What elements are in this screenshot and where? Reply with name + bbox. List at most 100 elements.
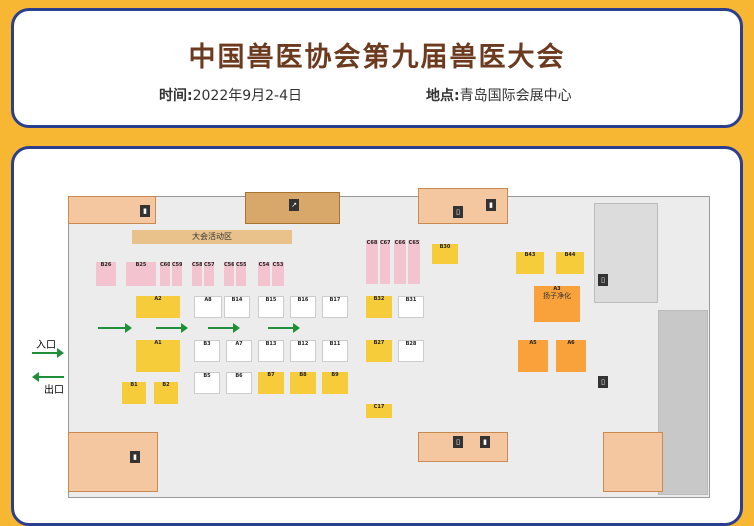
restroom-icon: ▮ (480, 436, 490, 448)
door-icon: ▯ (453, 206, 463, 218)
booth-c58[interactable]: C58 (192, 262, 202, 286)
booth-id: B27 (373, 340, 385, 346)
booth-a5[interactable]: A5 (518, 340, 548, 372)
booth-id: B11 (329, 341, 341, 347)
booth-id: C53 (272, 262, 284, 268)
booth-id: C66 (394, 240, 406, 246)
exit-label: 出口 (44, 385, 64, 396)
booth-c54[interactable]: C54 (258, 262, 270, 286)
booth-b27[interactable]: B27 (366, 340, 392, 362)
booth-c67[interactable]: C67 (380, 240, 390, 284)
booth-id: A1 (154, 340, 162, 346)
activity-area: 大会活动区 (132, 230, 292, 244)
booth-id: A5 (529, 340, 537, 346)
booth-b9[interactable]: B9 (322, 372, 348, 394)
booth-id: A2 (154, 296, 162, 302)
booth-b15[interactable]: B15 (258, 296, 284, 318)
side-grid-area (658, 310, 708, 495)
booth-b14[interactable]: B14 (224, 296, 250, 318)
booth-id: B26 (100, 262, 112, 268)
booth-b8[interactable]: B8 (290, 372, 316, 394)
place-label: 地点: (426, 88, 460, 104)
restroom-icon: ▮ (130, 451, 140, 463)
event-place: 地点:青岛国际会展中心 (426, 85, 572, 105)
flow-arrow-icon (98, 323, 132, 333)
booth-b6[interactable]: B6 (226, 372, 252, 394)
event-time: 时间:2022年9月2-4日 (159, 85, 302, 105)
booth-id: B12 (297, 341, 309, 347)
flow-arrow-icon (268, 323, 300, 333)
time-value: 2022年9月2-4日 (192, 88, 303, 104)
flow-arrow-icon (156, 323, 188, 333)
booth-b17[interactable]: B17 (322, 296, 348, 318)
booth-id: C55 (236, 262, 246, 268)
booth-id: A8 (204, 297, 212, 303)
booth-a8[interactable]: A8 (194, 296, 222, 318)
booth-b16[interactable]: B16 (290, 296, 316, 318)
booth-id: C54 (258, 262, 270, 268)
booth-id: B2 (162, 382, 170, 388)
side-grid-area (594, 203, 658, 303)
door-icon: ▯ (453, 436, 463, 448)
bottom-center-entrance (418, 432, 508, 462)
booth-b25[interactable]: B25 (126, 262, 156, 286)
booth-c60[interactable]: C60 (160, 262, 170, 286)
booth-id: B16 (297, 297, 309, 303)
booth-b2[interactable]: B2 (154, 382, 178, 404)
booth-id: B1 (130, 382, 138, 388)
escalator-icon: ↗ (289, 199, 299, 211)
booth-b26[interactable]: B26 (96, 262, 116, 286)
booth-name: 扬子净化 (543, 292, 571, 300)
booth-b28[interactable]: B28 (398, 340, 424, 362)
booth-b1[interactable]: B1 (122, 382, 146, 404)
booth-c53[interactable]: C53 (272, 262, 284, 286)
booth-id: C56 (224, 262, 234, 268)
booth-c68[interactable]: C68 (366, 240, 378, 284)
entrance-label: 入口 (36, 340, 56, 351)
booth-id: B17 (329, 297, 341, 303)
booth-id: C58 (192, 262, 202, 268)
booth-c57[interactable]: C57 (204, 262, 214, 286)
header-panel: 中国兽医协会第九届兽医大会 时间:2022年9月2-4日 地点:青岛国际会展中心 (11, 8, 743, 128)
booth-id: C60 (160, 262, 170, 268)
booth-c56[interactable]: C56 (224, 262, 234, 286)
booth-id: B14 (231, 297, 243, 303)
booth-b13[interactable]: B13 (258, 340, 284, 362)
booth-c59[interactable]: C59 (172, 262, 182, 286)
entrance-arrow-icon (32, 348, 64, 358)
restroom-icon: ▮ (486, 199, 496, 211)
booth-a2[interactable]: A2 (136, 296, 180, 318)
booth-b30[interactable]: B30 (432, 244, 458, 264)
booth-id: B9 (331, 372, 339, 378)
booth-id: B6 (235, 373, 243, 379)
booth-b5[interactable]: B5 (194, 372, 220, 394)
booth-b11[interactable]: B11 (322, 340, 348, 362)
booth-id: B13 (265, 341, 277, 347)
booth-id: B3 (203, 341, 211, 347)
booth-c66[interactable]: C66 (394, 240, 406, 284)
booth-c65[interactable]: C65 (408, 240, 420, 284)
door-icon: ▯ (598, 274, 608, 286)
booth-b7[interactable]: B7 (258, 372, 284, 394)
booth-a1[interactable]: A1 (136, 340, 180, 372)
flow-arrow-icon (208, 323, 240, 333)
bottom-right-entrance (603, 432, 663, 492)
booth-b12[interactable]: B12 (290, 340, 316, 362)
booth-id: B15 (265, 297, 277, 303)
booth-a6[interactable]: A6 (556, 340, 586, 372)
booth-b31[interactable]: B31 (398, 296, 424, 318)
booth-b43[interactable]: B43 (516, 252, 544, 274)
booth-c55[interactable]: C55 (236, 262, 246, 286)
booth-a7[interactable]: A7 (226, 340, 252, 362)
booth-b32[interactable]: B32 (366, 296, 392, 318)
booth-id: C17 (373, 404, 385, 410)
booth-id: B44 (564, 252, 576, 258)
booth-b3[interactable]: B3 (194, 340, 220, 362)
booth-c17[interactable]: C17 (366, 404, 392, 418)
booth-b44[interactable]: B44 (556, 252, 584, 274)
booth-id: B8 (299, 372, 307, 378)
booth-id: A3 (553, 286, 561, 292)
booth-id: C57 (204, 262, 214, 268)
restroom-icon: ▮ (140, 205, 150, 217)
